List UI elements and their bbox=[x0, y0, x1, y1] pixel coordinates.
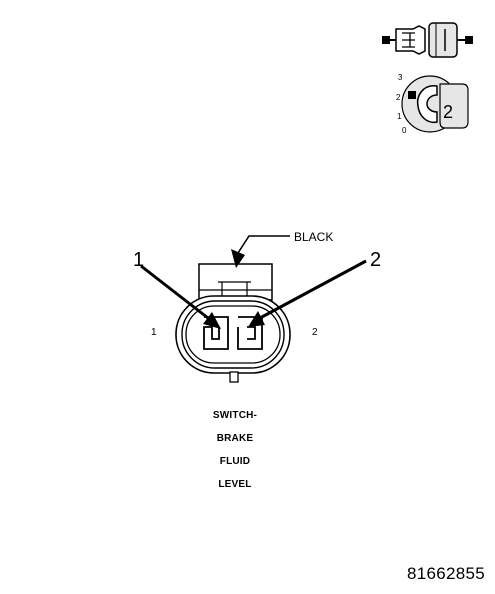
caption-line: SWITCH- bbox=[212, 410, 258, 421]
pin-callout-2: 2 bbox=[370, 249, 381, 271]
connector-side-view-icon bbox=[382, 22, 473, 58]
caption-line: FLUID bbox=[219, 456, 251, 467]
component-caption: SWITCH- BRAKE FLUID LEVEL bbox=[185, 404, 285, 496]
caption-line: LEVEL bbox=[218, 479, 252, 490]
terminal-cavity-2 bbox=[237, 316, 263, 350]
caption-line: BRAKE bbox=[216, 433, 254, 444]
position-mark-2: 2 bbox=[396, 93, 401, 102]
document-id: 81662855 bbox=[406, 564, 485, 583]
connector-view-badge-number: 2 bbox=[443, 102, 453, 122]
pin-2-callout-arrow bbox=[248, 259, 367, 327]
cavity-number-1: 1 bbox=[151, 327, 157, 338]
terminal-cavity-1 bbox=[203, 316, 229, 350]
position-mark-0: 0 bbox=[402, 126, 407, 135]
connector-body bbox=[175, 263, 291, 383]
cavity-number-2: 2 bbox=[312, 327, 318, 338]
position-mark-1: 1 bbox=[397, 112, 402, 121]
connector-face-view-icon bbox=[401, 75, 469, 133]
wire-color-leader bbox=[231, 235, 290, 268]
wire-color-label: BLACK bbox=[294, 230, 333, 244]
pin-1-callout-arrow bbox=[140, 264, 221, 329]
pin-callout-1: 1 bbox=[133, 249, 144, 271]
position-mark-3: 3 bbox=[398, 73, 403, 82]
